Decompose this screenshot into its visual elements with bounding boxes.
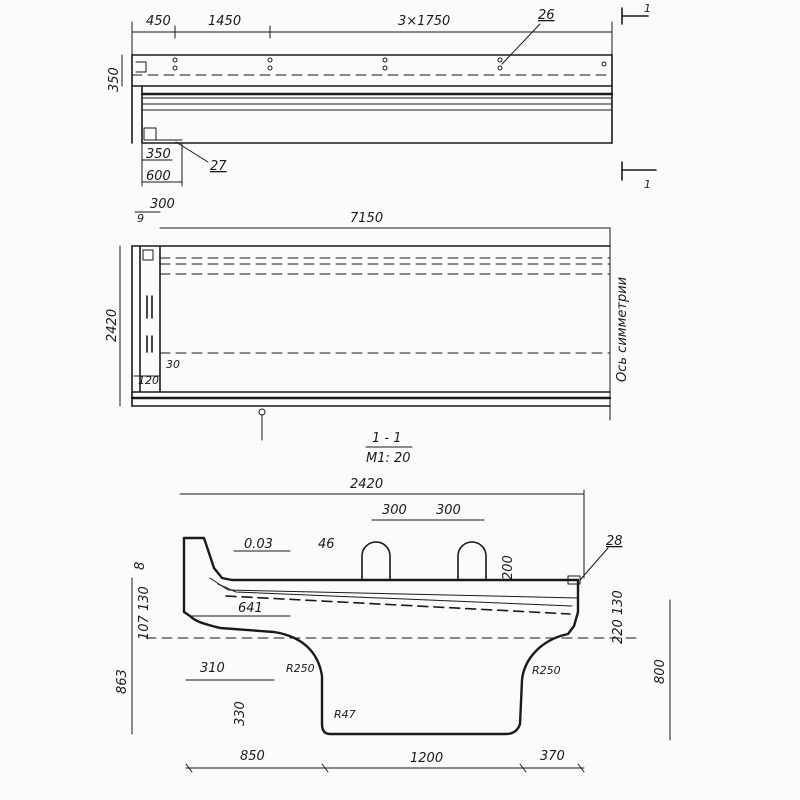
section-scale: М1: 20: [366, 451, 411, 466]
section-view: 1 - 1 М1: 20 2420 300 300 0.03 46 200 28…: [115, 431, 671, 773]
dim-310: 310: [200, 661, 225, 676]
dim-350-height: 350: [107, 67, 122, 92]
plan-view: 300 9 7150 2420 30 120 Ось симметрии: [105, 197, 630, 441]
left-mark-8: 8: [133, 562, 148, 570]
dim-300-a: 300: [382, 503, 407, 518]
dim-450: 450: [146, 14, 171, 29]
dim-tick: [577, 763, 585, 773]
top-elevation-view: 450 1450 3×1750 26 1: [107, 2, 657, 191]
dim-9-small: 9: [137, 212, 144, 225]
plan-corner-block: [142, 249, 154, 261]
rebar-line: [225, 595, 571, 615]
leader-26: [501, 23, 541, 65]
dim-30: 30: [166, 358, 180, 371]
section-mark-1: 1: [644, 2, 651, 15]
end-detail: [135, 61, 147, 73]
loop-mark: [267, 57, 273, 63]
lifting-loop-2: [457, 541, 487, 581]
dim-1450: 1450: [208, 14, 241, 29]
loop-mark: [601, 61, 607, 67]
dim-300-b: 300: [436, 503, 461, 518]
dim-863: 863: [115, 669, 130, 694]
dim-300-small: 300: [150, 197, 175, 212]
slope-label: 0.03: [244, 537, 273, 552]
dim-tick: [185, 763, 193, 773]
dim-641: 641: [238, 601, 263, 616]
callout-28: 28: [606, 534, 623, 549]
dim-7150: 7150: [350, 211, 383, 226]
slab-line: [217, 583, 573, 607]
loop-mark: [382, 57, 388, 63]
dim-350: 350: [146, 147, 171, 162]
embedded-plate: [567, 575, 581, 585]
section-outline: [182, 536, 580, 736]
section-mark-1-b: 1: [644, 178, 651, 191]
dim-850: 850: [240, 749, 265, 764]
slab-line: [209, 577, 579, 599]
dim-220-130: 220 130: [611, 590, 626, 644]
lifting-loops: [172, 57, 607, 71]
axis-of-symmetry-label: Ось симметрии: [615, 277, 630, 382]
dim-1200: 1200: [410, 751, 443, 766]
leader-28: [579, 547, 609, 581]
dim-2420-section: 2420: [350, 477, 383, 492]
dim-200: 200: [501, 555, 516, 580]
lifting-loop-1: [361, 541, 391, 581]
radius-left: R250: [286, 662, 315, 675]
dim-2420: 2420: [105, 309, 120, 342]
dim-tick: [321, 763, 329, 773]
loop-mark: [497, 57, 503, 63]
datum-mark: [258, 408, 266, 416]
callout-26: 26: [538, 8, 555, 23]
loop-mark: [172, 65, 178, 71]
end-block: [143, 127, 157, 141]
dim-330: 330: [233, 701, 248, 726]
dim-107-130: 107 130: [137, 586, 152, 640]
loop-mark: [267, 65, 273, 71]
loop-mark: [382, 65, 388, 71]
radius-47: R47: [334, 708, 356, 721]
dim-120: 120: [138, 374, 159, 387]
loop-mark: [497, 65, 503, 71]
dim-3x1750: 3×1750: [398, 14, 450, 29]
dim-600: 600: [146, 169, 171, 184]
dim-tick: [519, 763, 527, 773]
dim-370: 370: [540, 749, 565, 764]
section-title: 1 - 1: [372, 431, 402, 446]
dim-46: 46: [318, 537, 335, 552]
loop-mark: [172, 57, 178, 63]
dim-800: 800: [653, 659, 668, 684]
leader-27: [175, 141, 209, 163]
radius-right: R250: [532, 664, 561, 677]
callout-27: 27: [210, 159, 227, 174]
